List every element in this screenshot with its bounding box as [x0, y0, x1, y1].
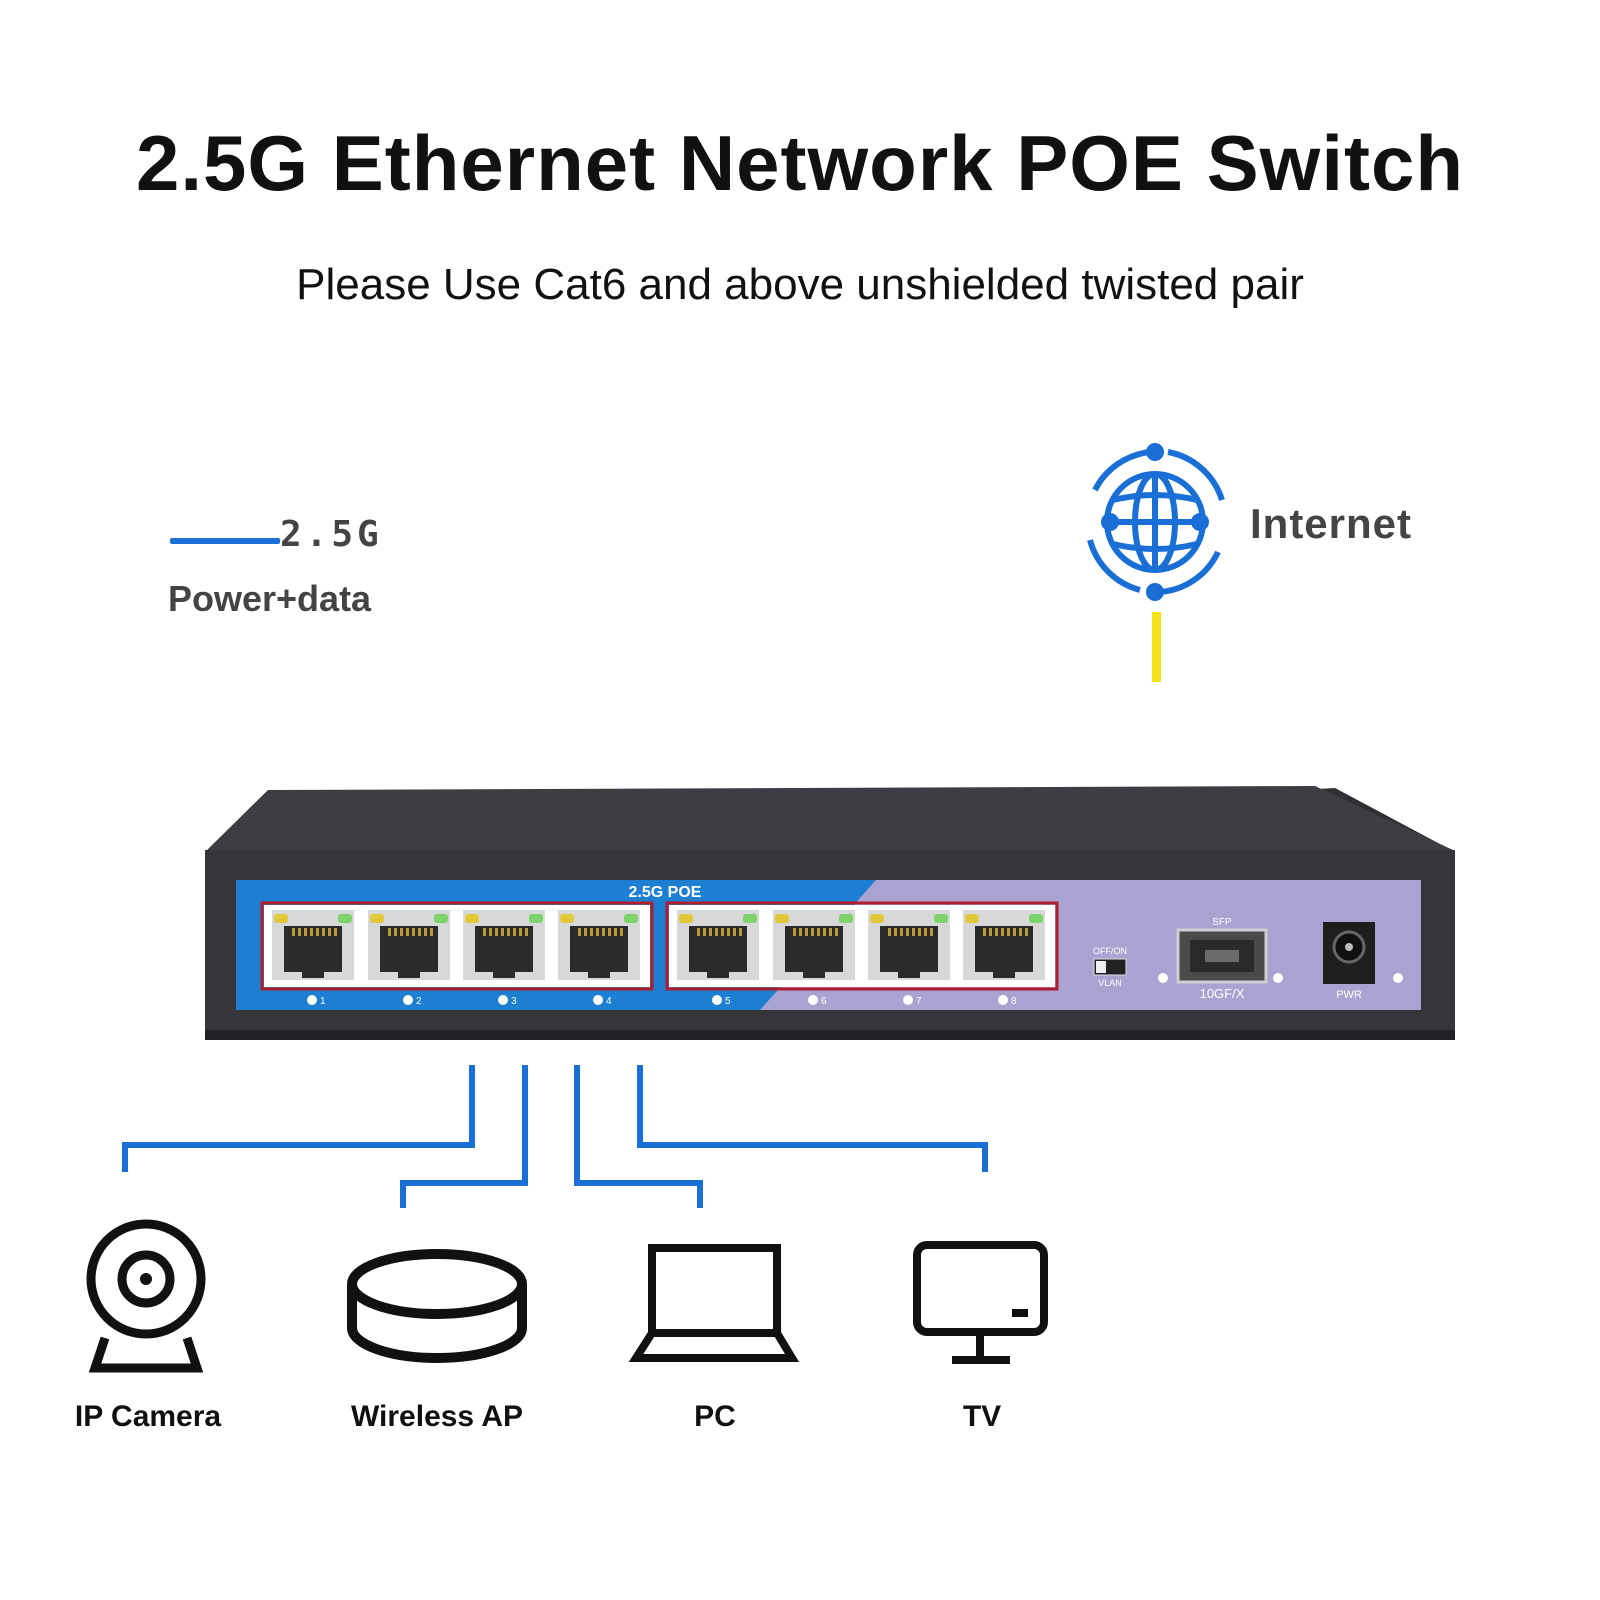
device-label-wireless-ap: Wireless AP — [350, 1400, 524, 1433]
poe-switch: 2.5G POE 1 2 3 4 5 6 7 8 OFF/ON VLAN SFP 10GF/X… — [205, 786, 1455, 1040]
port-number-2: 2 — [416, 996, 422, 1007]
port-led-5 — [712, 995, 722, 1005]
connection-lines — [122, 1065, 988, 1208]
legend-description: Power+data — [168, 578, 372, 619]
sfp-bottom-label: 10GF/X — [1200, 986, 1245, 1001]
port-led-7 — [903, 995, 913, 1005]
ethernet-port-2[interactable] — [368, 910, 450, 980]
ip-camera-link — [122, 1065, 475, 1172]
ethernet-port-7[interactable] — [868, 910, 950, 980]
port-number-6: 6 — [821, 996, 827, 1007]
ethernet-port-8[interactable] — [963, 910, 1045, 980]
vlan-bottom-label: VLAN — [1098, 978, 1122, 988]
page-subtitle: Please Use Cat6 and above unshielded twi… — [296, 260, 1304, 309]
uplink-cable — [1152, 612, 1161, 682]
page-title: 2.5G Ethernet Network POE Switch — [136, 119, 1464, 207]
port-number-5: 5 — [725, 996, 731, 1007]
laptop-icon — [628, 1244, 800, 1362]
device-label-tv: TV — [962, 1400, 1002, 1433]
internet-label: Internet — [1250, 500, 1413, 547]
legend-speed-label: 2.5G — [280, 514, 383, 555]
port-number-3: 3 — [511, 996, 517, 1007]
globe-nodes — [1101, 443, 1209, 601]
legend-line — [170, 538, 280, 544]
port-led-6 — [808, 995, 818, 1005]
ethernet-port-1[interactable] — [272, 910, 354, 980]
poe-panel-label: 2.5G POE — [629, 884, 702, 901]
ip-camera-icon — [86, 1219, 206, 1373]
ethernet-port-3[interactable] — [463, 910, 545, 980]
ethernet-port-5[interactable] — [677, 910, 759, 980]
port-led-1 — [307, 995, 317, 1005]
port-led-4 — [593, 995, 603, 1005]
wireless-ap-link — [400, 1065, 528, 1208]
ethernet-port-6[interactable] — [773, 910, 855, 980]
port-led-3 — [498, 995, 508, 1005]
port-led-8 — [998, 995, 1008, 1005]
wireless-ap-icon — [347, 1249, 527, 1363]
monitor-icon — [913, 1241, 1048, 1364]
globe-icon — [1087, 449, 1225, 595]
device-label-pc: PC — [694, 1400, 736, 1433]
pc-link — [574, 1065, 703, 1208]
tv-link — [637, 1065, 988, 1172]
sfp-top-label: SFP — [1212, 917, 1232, 928]
port-number-8: 8 — [1011, 996, 1017, 1007]
port-number-1: 1 — [320, 996, 326, 1007]
port-number-7: 7 — [916, 996, 922, 1007]
vlan-top-label: OFF/ON — [1093, 946, 1127, 956]
pwr-label: PWR — [1336, 989, 1362, 1001]
device-label-ip-camera: IP Camera — [74, 1400, 222, 1433]
ethernet-port-4[interactable] — [558, 910, 640, 980]
port-led-2 — [403, 995, 413, 1005]
port-number-4: 4 — [606, 996, 612, 1007]
